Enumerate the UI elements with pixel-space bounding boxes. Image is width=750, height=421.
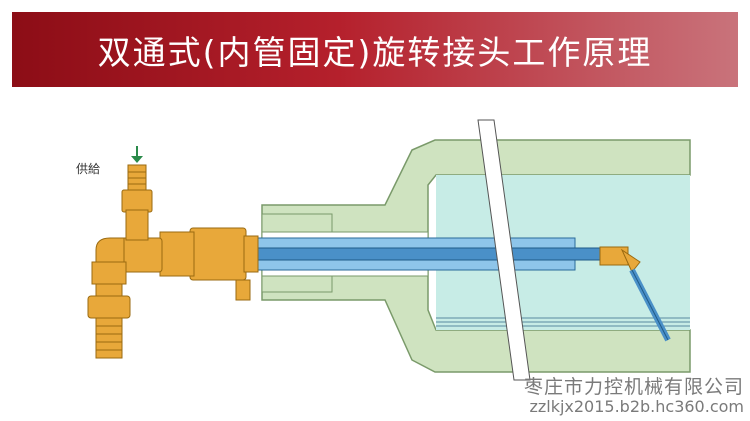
discharge-hose [87, 283, 131, 359]
inner-tube [254, 247, 611, 261]
title-banner: 双通式(内管固定)旋转接头工作原理 [12, 12, 738, 87]
elbow-fitting [91, 237, 163, 285]
rotary-joint-body [159, 227, 259, 301]
hose-ribbing [96, 171, 146, 351]
supply-label: 供給 [76, 162, 101, 176]
condensate-layer [436, 317, 690, 327]
break-lines [477, 119, 531, 381]
supply-hose [121, 164, 153, 241]
syphon-tube [599, 246, 671, 342]
watermark-company: 枣庄市力控机械有限公司 [523, 376, 744, 398]
diagram-title: 双通式(内管固定)旋转接头工作原理 [97, 32, 653, 72]
supply-arrow-icon [131, 146, 143, 163]
watermark-url: zzlkjx2015.b2b.hc360.com [529, 397, 744, 416]
